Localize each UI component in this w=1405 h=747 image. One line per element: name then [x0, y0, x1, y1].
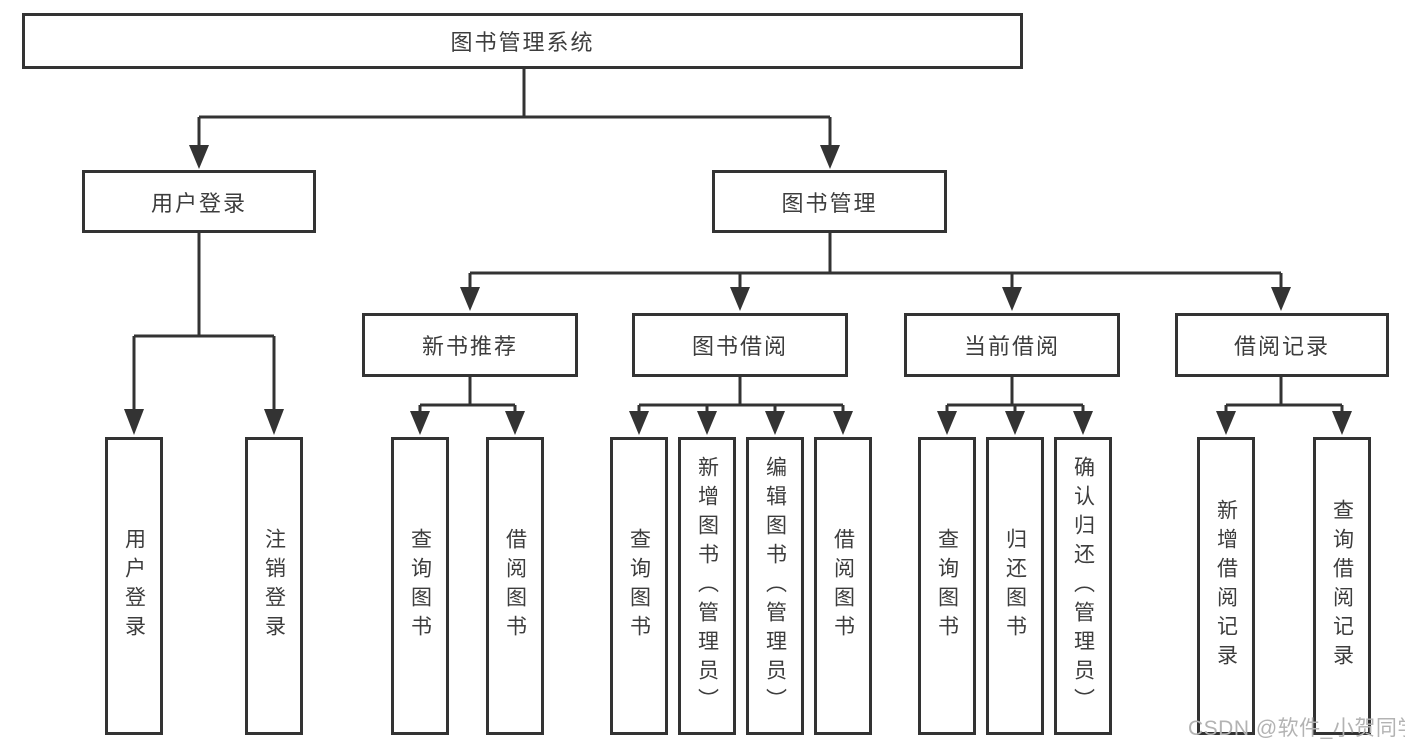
leaf-add-books-admin-label: 新增图书（管理员） [695, 455, 719, 717]
connector-current-borrow-split [945, 377, 1085, 414]
node-borrowing-records: 借阅记录 [1175, 313, 1389, 377]
node-borrowing-records-label: 借阅记录 [1233, 334, 1330, 359]
arrow-icon [1216, 411, 1236, 435]
leaf-query-books-current-label: 查询图书 [935, 528, 959, 644]
arrow-icon [1073, 411, 1093, 435]
arrow-icon [765, 411, 785, 435]
leaf-logout: 注销登录 [245, 437, 303, 735]
node-new-book-recommend-label: 新书推荐 [421, 334, 518, 359]
connector-records-split [1224, 377, 1344, 414]
leaf-edit-books-admin: 编辑图书（管理员） [746, 437, 804, 735]
leaf-query-books-current: 查询图书 [918, 437, 976, 735]
leaf-borrow-books-label: 借阅图书 [831, 528, 855, 644]
leaf-return-books: 归还图书 [986, 437, 1044, 735]
arrow-icon [1271, 287, 1291, 311]
arrow-icon [697, 411, 717, 435]
connector-new-book-split [418, 377, 517, 414]
connector-user-login-split [132, 233, 276, 412]
arrow-icon [264, 409, 284, 435]
arrow-icon [1332, 411, 1352, 435]
node-current-borrowing: 当前借阅 [904, 313, 1120, 377]
arrowheads [124, 145, 1352, 435]
node-user-login: 用户登录 [82, 170, 316, 233]
leaf-add-books-admin: 新增图书（管理员） [678, 437, 736, 735]
leaf-borrow-books-recommend: 借阅图书 [486, 437, 544, 735]
arrow-icon [730, 287, 750, 311]
leaf-borrow-books: 借阅图书 [814, 437, 872, 735]
leaf-confirm-return-admin: 确认归还（管理员） [1054, 437, 1112, 735]
leaf-return-books-label: 归还图书 [1003, 528, 1027, 644]
node-current-borrowing-label: 当前借阅 [963, 334, 1060, 359]
arrow-icon [937, 411, 957, 435]
node-library-system: 图书管理系统 [22, 13, 1023, 69]
connector-book-mgmt-split [468, 233, 1283, 290]
leaf-logout-label: 注销登录 [262, 528, 286, 644]
node-library-system-label: 图书管理系统 [450, 30, 595, 55]
leaf-add-borrow-record-label: 新增借阅记录 [1214, 499, 1238, 673]
leaf-add-borrow-record: 新增借阅记录 [1197, 437, 1255, 735]
arrow-icon [124, 409, 144, 435]
leaf-query-books-borrowing-label: 查询图书 [627, 528, 651, 644]
node-new-book-recommend: 新书推荐 [362, 313, 578, 377]
csdn-watermark: CSDN @软件_小贺同学 [1188, 717, 1405, 740]
arrow-icon [833, 411, 853, 435]
arrow-icon [460, 287, 480, 311]
node-book-borrowing: 图书借阅 [632, 313, 848, 377]
leaf-query-borrow-record: 查询借阅记录 [1313, 437, 1371, 735]
node-book-borrowing-label: 图书借阅 [691, 334, 788, 359]
connector-root-split [197, 69, 832, 147]
arrow-icon [189, 145, 209, 169]
arrow-icon [1002, 287, 1022, 311]
leaf-query-books-recommend-label: 查询图书 [408, 528, 432, 644]
node-user-login-label: 用户登录 [150, 190, 247, 216]
arrow-icon [505, 411, 525, 435]
leaf-edit-books-admin-label: 编辑图书（管理员） [763, 455, 787, 717]
leaf-confirm-return-admin-label: 确认归还（管理员） [1071, 455, 1095, 717]
node-book-management: 图书管理 [712, 170, 947, 233]
arrow-icon [820, 145, 840, 169]
leaf-query-books-borrowing: 查询图书 [610, 437, 668, 735]
arrow-icon [410, 411, 430, 435]
leaf-query-borrow-record-label: 查询借阅记录 [1330, 499, 1354, 673]
leaf-user-login: 用户登录 [105, 437, 163, 735]
leaf-user-login-label: 用户登录 [122, 528, 146, 644]
connector-book-borrow-split [637, 377, 845, 414]
arrow-icon [629, 411, 649, 435]
leaf-query-books-recommend: 查询图书 [391, 437, 449, 735]
node-book-management-label: 图书管理 [781, 190, 878, 216]
arrow-icon [1005, 411, 1025, 435]
leaf-borrow-books-recommend-label: 借阅图书 [503, 528, 527, 644]
